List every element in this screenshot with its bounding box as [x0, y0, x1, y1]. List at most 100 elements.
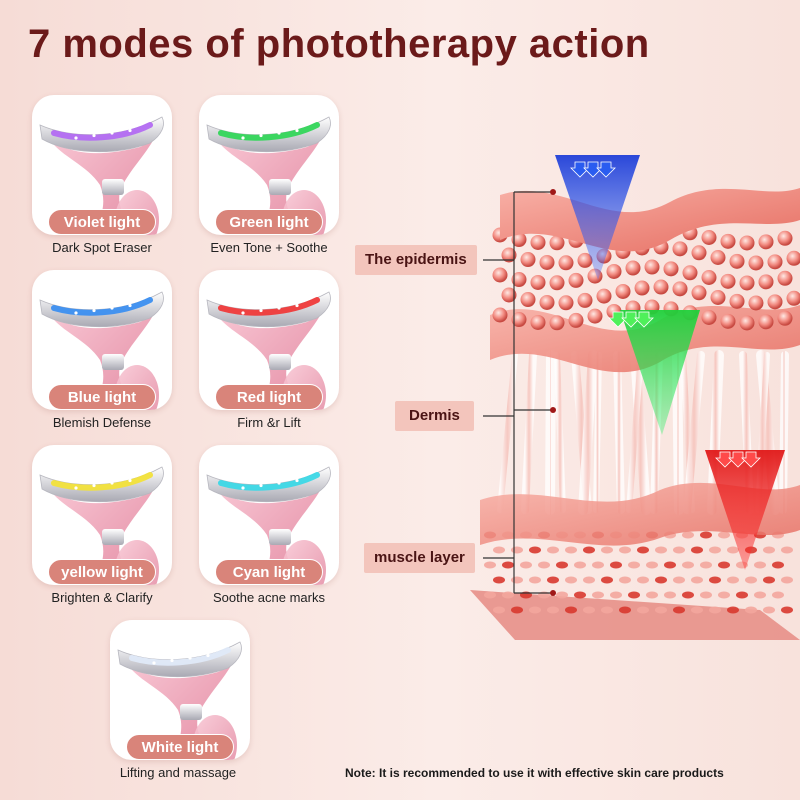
light-dot	[295, 128, 299, 133]
mode-card-violet: Violet light	[32, 95, 172, 235]
muscle-cell	[709, 606, 721, 614]
mode-caption: Soothe acne marks	[212, 590, 325, 605]
mode-caption: Brighten & Clarify	[51, 590, 153, 605]
beam-arrow	[570, 161, 590, 178]
light-dot	[277, 481, 281, 485]
beam-arrows	[570, 161, 761, 468]
muscle-cell	[565, 576, 577, 584]
light-dot	[277, 131, 281, 135]
muscle-cell	[745, 606, 757, 614]
bracket-dot	[550, 407, 556, 413]
muscle-cell	[493, 606, 505, 614]
epidermis-cell	[729, 293, 745, 309]
muscle-cell	[529, 576, 541, 584]
light-dot	[188, 656, 192, 660]
epidermis-cell	[748, 255, 764, 271]
red-beam	[705, 450, 785, 570]
epidermis-cell	[786, 250, 800, 266]
muscle-cell	[511, 606, 523, 614]
light-dot	[259, 308, 263, 313]
beam-arrow	[728, 451, 748, 468]
device-light	[218, 297, 320, 316]
epidermis-cell	[530, 234, 546, 250]
beam-arrow	[596, 161, 616, 178]
muscle-cell	[547, 546, 559, 554]
muscle-cell	[691, 546, 703, 554]
dermis-fiber	[545, 350, 556, 515]
epidermis-cell	[729, 253, 745, 269]
epidermis-cell	[691, 245, 707, 261]
epidermis-cell	[748, 295, 764, 311]
mode-card-yellow: yellow light	[32, 445, 172, 585]
muscle-cell	[538, 561, 550, 569]
muscle-cell	[565, 546, 577, 554]
muscle-cell	[763, 576, 775, 584]
device-neck	[269, 354, 291, 370]
dermis-fiber	[626, 352, 644, 513]
mode-label: Red light	[215, 384, 323, 410]
epidermis-cell	[777, 310, 793, 326]
muscle-cell	[583, 606, 595, 614]
muscle-cell	[583, 546, 595, 554]
epidermis-cell	[710, 289, 726, 305]
epidermis-cell	[634, 280, 650, 296]
epidermis-cell	[606, 263, 622, 279]
dermis-fiber	[521, 351, 537, 514]
muscle-cell	[727, 576, 739, 584]
mode-label: Green light	[215, 209, 323, 235]
muscle-cell	[691, 576, 703, 584]
device-light	[218, 122, 320, 141]
light-dot	[110, 481, 114, 485]
muscle-cell	[682, 591, 694, 599]
muscle-cell	[763, 606, 775, 614]
mode-label: Cyan light	[215, 559, 323, 585]
epidermis-label: The epidermis	[355, 245, 477, 275]
dermis-fiber	[613, 351, 625, 514]
light-dot	[152, 661, 156, 665]
mode-card-red: Red light	[199, 270, 339, 410]
beam-arrow	[583, 161, 603, 178]
muscle-cell	[511, 546, 523, 554]
dermis-fiber	[497, 352, 518, 513]
light-dot	[92, 133, 96, 138]
light-dot	[74, 486, 78, 490]
mode-caption: Lifting and massage	[119, 765, 237, 780]
muscle-cell	[709, 576, 721, 584]
beam-arrow	[715, 451, 735, 468]
muscle-cell	[700, 591, 712, 599]
light-dot	[295, 478, 299, 483]
device-neck	[269, 529, 291, 545]
device-neck	[269, 179, 291, 195]
muscle-cell	[601, 606, 613, 614]
muscle-cell	[529, 606, 541, 614]
muscle-plate	[470, 590, 800, 640]
mode-label: yellow light	[48, 559, 156, 585]
epidermis-cell	[653, 279, 669, 295]
muscle-cell	[628, 561, 640, 569]
light-dot	[74, 311, 78, 315]
muscle-cell	[502, 591, 514, 599]
muscle-cell	[754, 591, 766, 599]
light-dot	[206, 653, 210, 658]
device-neck	[180, 704, 202, 720]
epidermis-cell	[701, 229, 717, 245]
epidermis-cell	[758, 314, 774, 330]
light-dot	[128, 303, 132, 308]
muscle-cell	[718, 561, 730, 569]
dermis-fiber	[593, 352, 602, 513]
muscle-cell	[655, 606, 667, 614]
epidermis-cell	[786, 290, 800, 306]
muscle-cell	[673, 546, 685, 554]
epidermis-cell	[511, 232, 527, 248]
mode-caption: Even Tone + Soothe	[210, 240, 328, 255]
skin-layers-diagram	[470, 155, 800, 640]
muscle-cell	[781, 576, 793, 584]
muscle-cell	[574, 591, 586, 599]
muscle-cell	[718, 591, 730, 599]
muscle-cell	[664, 591, 676, 599]
epidermis-cell	[672, 241, 688, 257]
muscle-cell	[484, 591, 496, 599]
epidermis-cell	[568, 312, 584, 328]
epidermis-cell	[767, 254, 783, 270]
light-dot	[241, 136, 245, 140]
